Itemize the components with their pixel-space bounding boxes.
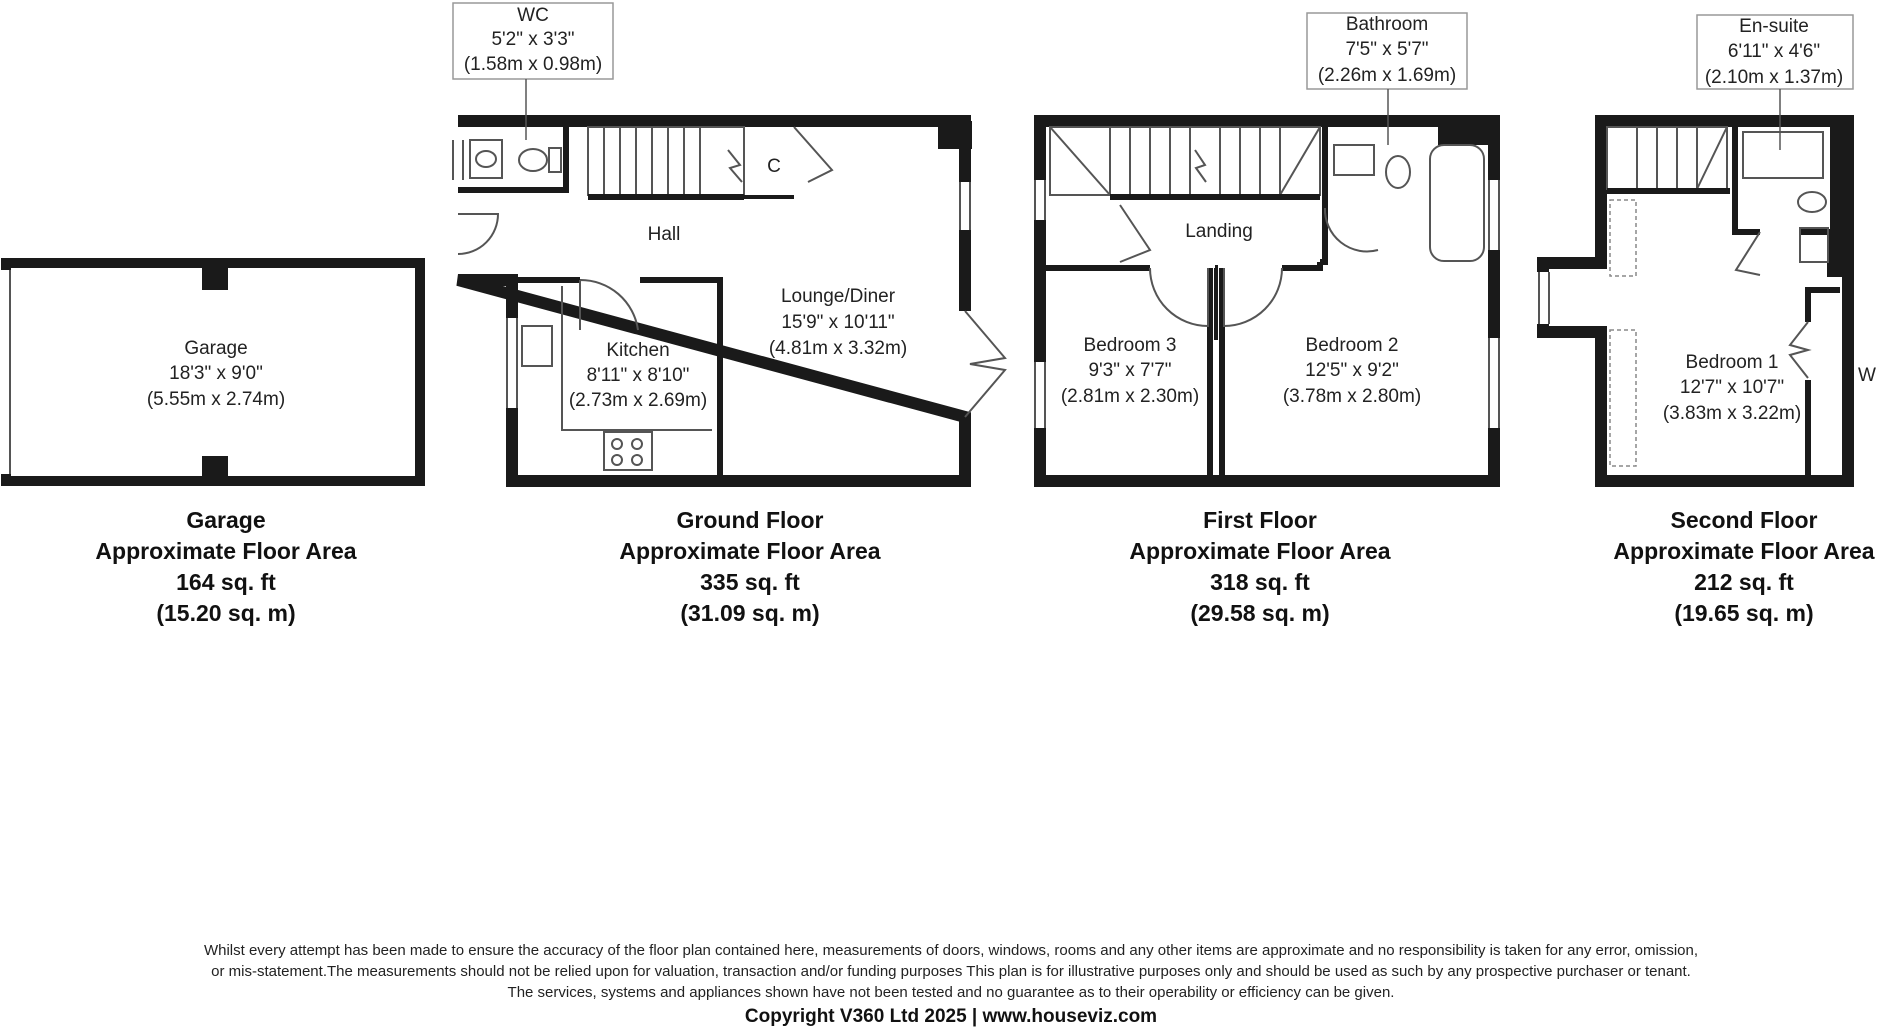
- garage-plan: Garage 18'3" x 9'0" (5.55m x 2.74m): [0, 258, 425, 486]
- garage-room-name: Garage: [184, 338, 247, 359]
- bedroom2-room-name: Bedroom 2: [1306, 335, 1399, 356]
- bedroom2-room-metric: (3.78m x 2.80m): [1283, 386, 1421, 407]
- bedroom1-room-name: Bedroom 1: [1686, 352, 1779, 373]
- wc-callout-imperial: 5'2" x 3'3": [491, 29, 574, 50]
- floor-sqm: (15.20 sq. m): [156, 600, 296, 626]
- floor-sqm: (19.65 sq. m): [1674, 600, 1814, 626]
- kitchen-room-imperial: 8'11" x 8'10": [587, 365, 690, 386]
- wc-callout-name: WC: [517, 5, 549, 26]
- hall-room-name: Hall: [648, 224, 681, 245]
- floor-subtitle: Approximate Floor Area: [619, 538, 881, 564]
- bathroom-callout-box: [1306, 12, 1468, 90]
- floor-sqft: 335 sq. ft: [700, 569, 800, 595]
- wardrobe-doors: [1788, 321, 1812, 379]
- floor-subtitle: Approximate Floor Area: [95, 538, 357, 564]
- bedroom3-room-name: Bedroom 3: [1084, 335, 1177, 356]
- disclaimer-line: The services, systems and appliances sho…: [507, 984, 1395, 1001]
- ensuite-callout-box: [1696, 14, 1854, 90]
- floor-title: Ground Floor: [676, 507, 824, 533]
- lounge-room-metric: (4.81m x 3.32m): [769, 338, 907, 359]
- bedroom1-room-metric: (3.83m x 3.22m): [1663, 403, 1801, 424]
- bedroom2-room-imperial: 12'5" x 9'2": [1305, 360, 1399, 381]
- garage-room-metric: (5.55m x 2.74m): [147, 389, 285, 410]
- bathroom-door: [1323, 207, 1379, 253]
- ensuite-toilet: [1797, 191, 1827, 213]
- hob: [603, 431, 653, 471]
- ensuite-shower: [1742, 131, 1824, 179]
- bedroom3-room-imperial: 9'3" x 7'7": [1088, 360, 1171, 381]
- lounge-room-imperial: 15'9" x 10'11": [781, 312, 894, 333]
- lounge-room-name: Lounge/Diner: [781, 286, 896, 307]
- velux-window: [1609, 329, 1637, 467]
- garage-area-caption: Garage Approximate Floor Area 164 sq. ft…: [36, 505, 416, 629]
- ground-stairs: [587, 126, 745, 196]
- garage-pillar: [202, 456, 228, 478]
- kitchen-door: [579, 278, 639, 331]
- bathroom-toilet: [1385, 155, 1411, 189]
- front-door: [457, 213, 500, 255]
- bathroom-callout-name: Bathroom: [1346, 14, 1428, 35]
- lounge-french-doors: [964, 310, 1007, 418]
- wc-callout-box: [452, 2, 614, 80]
- kitchen-room-metric: (2.73m x 2.69m): [569, 390, 707, 411]
- ensuite-callout-metric: (2.10m x 1.37m): [1705, 67, 1843, 88]
- disclaimer: Whilst every attempt has been made to en…: [60, 940, 1842, 1003]
- airing-cupboard-door: [1119, 204, 1152, 263]
- bedroom3-room-metric: (2.81m x 2.30m): [1061, 386, 1199, 407]
- bedroom3-door: [1149, 267, 1209, 328]
- kitchen-room-name: Kitchen: [606, 340, 669, 361]
- first-floor-stairs: [1049, 126, 1321, 196]
- ground-floor-plan: Hall C Kitchen 8'11" x 8'10" (2.73m x 2.…: [451, 2, 1007, 487]
- cupboard-door: [793, 126, 834, 183]
- ensuite-callout-name: En-suite: [1739, 16, 1809, 37]
- floor-sqm: (29.58 sq. m): [1190, 600, 1330, 626]
- wardrobe-label: W: [1858, 365, 1876, 386]
- first-floor-plan: Landing Bedroom 3 9'3" x 7'7" (2.81m x 2…: [1033, 12, 1501, 487]
- disclaimer-line: Whilst every attempt has been made to en…: [203, 942, 1699, 959]
- floor-sqft: 164 sq. ft: [176, 569, 276, 595]
- copyright: Copyright V360 Ltd 2025 | www.houseviz.c…: [744, 1006, 1158, 1027]
- ensuite-basin: [1799, 227, 1829, 263]
- bedroom1-room-imperial: 12'7" x 10'7": [1680, 377, 1784, 398]
- floor-title: Second Floor: [1670, 507, 1818, 533]
- second-floor-stairs: [1606, 126, 1728, 190]
- garage-room-imperial: 18'3" x 9'0": [169, 363, 263, 384]
- bathroom-callout-imperial: 7'5" x 5'7": [1345, 39, 1428, 60]
- floor-subtitle: Approximate Floor Area: [1129, 538, 1391, 564]
- floor-sqm: (31.09 sq. m): [680, 600, 820, 626]
- kitchen-sink: [521, 325, 553, 367]
- floor-title: First Floor: [1203, 507, 1317, 533]
- bath-tub: [1429, 144, 1485, 262]
- wc-basin: [469, 139, 503, 179]
- floor-subtitle: Approximate Floor Area: [1613, 538, 1875, 564]
- cupboard-label: C: [767, 156, 781, 177]
- landing-room-name: Landing: [1185, 221, 1253, 242]
- second-floor-plan: Bedroom 1 12'7" x 10'7" (3.83m x 3.22m) …: [1537, 14, 1876, 487]
- disclaimer-line: or mis-statement.The measurements should…: [211, 963, 1691, 980]
- floor-title: Garage: [186, 507, 266, 533]
- garage-pillar: [202, 268, 228, 290]
- ground-floor-area-caption: Ground Floor Approximate Floor Area 335 …: [560, 505, 940, 629]
- floor-sqft: 212 sq. ft: [1694, 569, 1794, 595]
- velux-window: [1609, 199, 1637, 277]
- first-floor-area-caption: First Floor Approximate Floor Area 318 s…: [1070, 505, 1450, 629]
- wc-toilet: [518, 148, 548, 172]
- ensuite-door: [1734, 231, 1761, 276]
- bathroom-basin: [1333, 144, 1375, 176]
- floor-sqft: 318 sq. ft: [1210, 569, 1310, 595]
- second-floor-area-caption: Second Floor Approximate Floor Area 212 …: [1554, 505, 1902, 629]
- bedroom2-door: [1223, 267, 1283, 328]
- ensuite-callout-imperial: 6'11" x 4'6": [1728, 41, 1820, 62]
- bathroom-callout-metric: (2.26m x 1.69m): [1318, 65, 1456, 86]
- wc-callout-metric: (1.58m x 0.98m): [464, 54, 602, 75]
